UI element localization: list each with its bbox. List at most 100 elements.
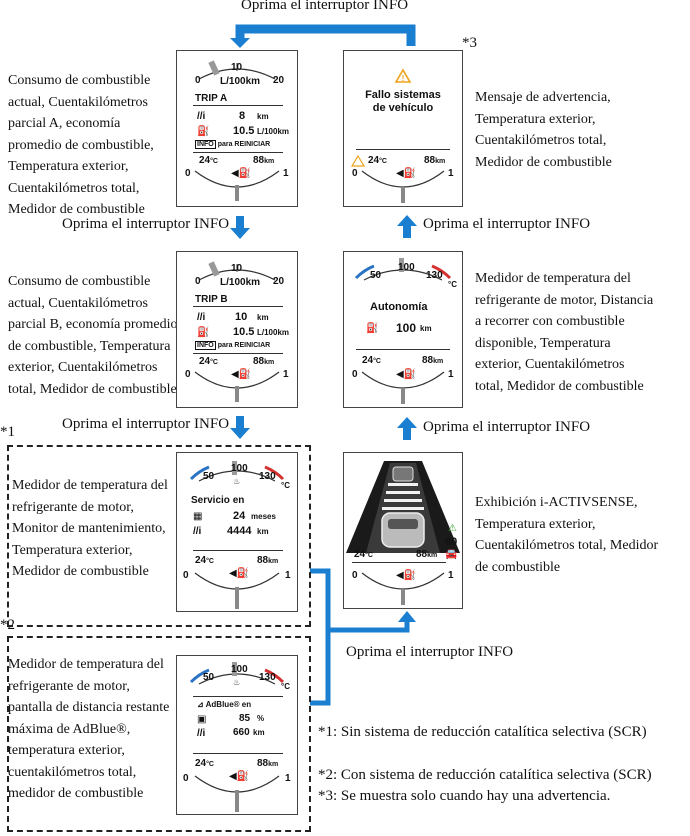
gauge-tick-50: 50 [370,270,382,281]
top-arrow-label: Oprima el interruptor INFO [241,0,409,13]
gauge-unit: L/100km [220,76,261,87]
reset-hint: INFO para REINICIAR [195,140,270,149]
odometer: 88km [257,555,279,566]
divider [352,562,446,563]
service-months-value: 24 [233,510,246,522]
trip-distance-unit: km [257,112,269,121]
fuel-pump-icon: ◀⛽ [229,771,250,782]
outside-temp: 24°C [368,155,387,166]
avg-economy-value: 10.5 [233,125,255,137]
gauge-tick-130: 130 [259,672,276,683]
fuel-pump-icon: ◀⛽ [396,570,417,581]
coolant-gauge [354,258,452,281]
fuel-pump-icon: ◀⛽ [231,168,252,179]
gauge-tick-20: 20 [273,276,285,287]
outside-temp: 24°C [354,549,373,560]
fuel-economy-icon: ⛽ [197,126,210,137]
fuel-full: 1 [283,369,289,380]
to-isense-label: Oprima el interruptor INFO [346,644,514,660]
footnote-1: *1: Sin sistema de reducción catalítica … [318,722,684,743]
service-km-value: 4444 [227,525,252,537]
distance-icon: //i [193,526,202,537]
trip-distance-value: 8 [239,110,246,122]
down-arrow-b-maint [230,416,250,439]
adblue-percent-unit: % [257,714,265,723]
desc-trip-a: Consumo de combustible actual, Cuentakil… [8,73,154,217]
gauge-tick-20: 20 [273,75,285,86]
consumption-gauge [198,60,276,80]
fuel-full: 1 [448,570,454,581]
fuel-empty: 0 [183,570,189,581]
marker-1: *1 [0,424,15,440]
trip-distance-value: 10 [235,311,248,323]
top-return-arrow [235,24,416,46]
fuel-gauge [194,170,280,201]
fuel-pump-icon: ◀⛽ [396,369,417,380]
avg-economy-unit: L/100km [257,127,290,136]
fuel-economy-icon: ⛽ [197,327,210,338]
footnote-3: *3: Se muestra solo cuando hay una adver… [318,788,611,804]
car-distance-icon: 🚘 [445,549,458,560]
small-warning-icon [350,154,366,167]
divider [193,353,283,354]
fuel-gauge [194,371,280,402]
gauge-unit: L/100km [220,277,261,288]
fuel-pump-icon: ◀⛽ [229,568,250,579]
a-to-b-label: Oprima el interruptor INFO [62,216,230,232]
trip-title: TRIP B [195,294,228,305]
desc-trip-b: Consumo de combustible actual, Cuentakil… [8,274,178,397]
gauge-unit: °C [281,682,290,691]
divider [193,696,283,697]
merge-connector [310,568,331,706]
reset-hint: INFO para REINICIAR [195,341,271,350]
fuel-full: 1 [283,168,289,179]
outside-temp: 24°C [362,355,381,366]
range-value: 100 [396,321,417,335]
divider [193,550,283,551]
cruise-speed: 80 [445,536,458,548]
adblue-percent-value: 85 [239,713,251,724]
coolant-icon: ♨ [233,678,241,687]
odometer: 88km [257,758,279,769]
trip-title: TRIP A [195,93,228,104]
warning-message-line1: Fallo sistemas [365,89,441,101]
desc-maintenance: Medidor de temperatura del refrigerante … [12,478,168,579]
consumption-gauge [198,261,276,281]
fuel-empty: 0 [352,168,358,179]
gauge-tick-10: 10 [231,263,243,274]
odometer: 88km [424,155,446,166]
screen-range: 50 100 130 °C Autonomía ⛽ 100 km 24°C 88… [343,251,463,408]
odometer: 88km [253,356,275,367]
fuel-full: 1 [285,570,291,581]
reset-text: para REINICIAR [217,342,271,349]
gauge-unit: °C [448,280,457,289]
divider [193,306,283,307]
lane-keep-icon: ⚠ [448,523,457,534]
info-key: INFO [195,140,216,149]
distance-icon: //i [197,312,206,323]
isense-to-range-label: Oprima el interruptor INFO [423,419,591,435]
range-unit: km [420,324,432,333]
screen-maintenance: 50 100 130 °C ♨ Servicio en ▦ 24 meses /… [176,452,298,612]
gauge-tick-10: 10 [231,62,243,73]
gauge-tick-130: 130 [259,471,276,482]
footnote-1-text: *1: Sin sistema de reducción catalítica … [318,724,647,740]
gauge-tick-100: 100 [231,664,248,675]
service-title: Servicio en [191,495,245,506]
adblue-title: ⊿ AdBlue® en [197,700,252,709]
up-arrow-range-warning [397,215,417,238]
footnote-2: *2: Con sistema de reducción catalítica … [318,767,652,783]
gauge-tick-130: 130 [426,270,443,281]
warning-message-line2: de vehículo [372,102,434,114]
fuel-gauge [361,371,445,404]
range-title: Autonomía [370,301,428,313]
gauge-tick-100: 100 [231,463,248,474]
outside-temp: 24°C [195,555,214,566]
coolant-gauge [189,461,285,482]
divider [356,349,450,350]
divider [193,152,283,153]
fuel-gauge [361,572,445,605]
adblue-km-unit: km [253,728,265,737]
fuel-empty: 0 [185,168,191,179]
